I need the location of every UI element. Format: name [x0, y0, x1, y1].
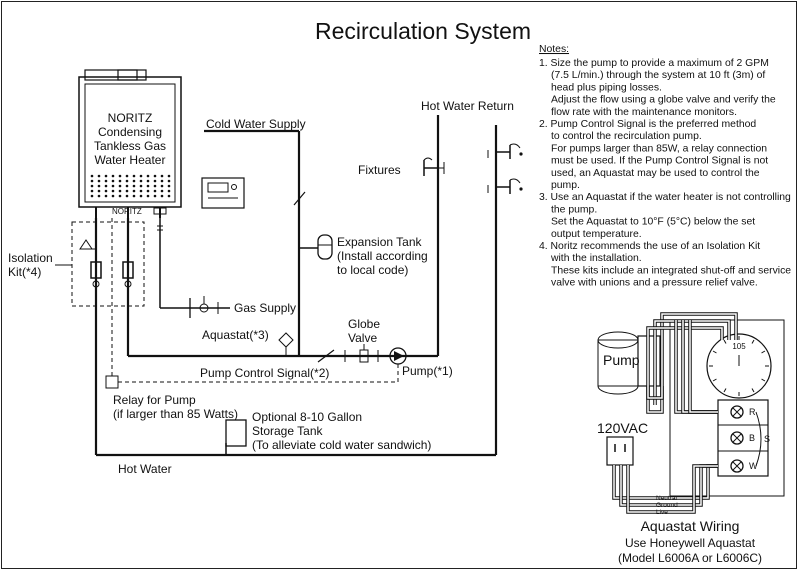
relay-label-1: Relay for Pump [113, 393, 196, 407]
fixture-faucets [423, 143, 523, 194]
pump-label: Pump(*1) [402, 364, 453, 378]
note-line: 2. Pump Control Signal is the preferred … [539, 119, 756, 130]
heater-brand-plate: NORITZ [112, 207, 142, 216]
globe-valve-label-2: Valve [348, 331, 377, 345]
pump-control-signal-label: Pump Control Signal(*2) [200, 366, 329, 380]
note-line: used, an Aquastat may be used to control… [551, 168, 760, 179]
relay-label-2: (if larger than 85 Watts) [113, 407, 238, 421]
return-components [278, 332, 407, 365]
heater-label-3: Tankless Gas [94, 139, 166, 153]
gas-supply-label: Gas Supply [234, 301, 296, 315]
note-line: head plus piping losses. [551, 82, 662, 93]
terminal-w: W [749, 461, 758, 471]
note-line: with the installation. [550, 253, 642, 264]
globe-valve-label-1: Globe [348, 317, 380, 331]
storage-tank-label-1: Optional 8-10 Gallon [252, 410, 362, 424]
note-line: flow rate with the maintenance monitors. [551, 107, 737, 118]
note-line: valve with unions and a pressure relief … [551, 278, 758, 289]
isolation-kit-label-1: Isolation [8, 251, 53, 265]
note-line: output temperature. [551, 229, 642, 240]
pump-wire-bundle [646, 312, 738, 414]
heater-label-2: Condensing [98, 125, 162, 139]
voltage-label: 120VAC [597, 420, 648, 436]
note-line: pump. [551, 180, 580, 191]
live-label: Live [656, 509, 668, 516]
wiring-subtitle-2: (Model L6006A or L6006C) [618, 551, 762, 565]
storage-tank-label-3: (To alleviate cold water sandwich) [252, 438, 431, 452]
isolation-kit: Isolation Kit(*4) [8, 221, 145, 307]
note-line: These kits include an integrated shut-of… [551, 265, 791, 276]
gas-valve [189, 296, 219, 318]
heater-label-1: NORITZ [108, 111, 153, 125]
terminal-b: B [749, 433, 755, 443]
note-line: (7.5 L/min.) through the system at 10 ft… [551, 70, 765, 81]
heater-vent-grille [90, 174, 171, 198]
wiring-pump-label: Pump [603, 352, 640, 368]
note-line: Adjust the flow using a globe valve and … [551, 95, 776, 106]
notes-heading: Notes: [539, 44, 569, 55]
heater-label-4: Water Heater [95, 153, 166, 167]
note-line: the pump. [551, 204, 597, 215]
note-line: to control the recirculation pump. [551, 131, 702, 142]
diagram-title: Recirculation System [315, 18, 531, 44]
expansion-tank-label-1: Expansion Tank [337, 235, 423, 249]
neutral-label: Neutral [656, 495, 678, 502]
aquastat-dial [709, 336, 769, 396]
notes-list: 1. Size the pump to provide a maximum of… [539, 58, 791, 289]
storage-tank [225, 419, 247, 447]
dial-value: 105 [732, 342, 746, 351]
expansion-tank-label-2: (Install according [337, 249, 428, 263]
isolation-kit-label-2: Kit(*4) [8, 265, 41, 279]
ground-label: Ground [656, 502, 678, 509]
control-signal-wiring [105, 218, 399, 389]
cold-water-supply-label: Cold Water Supply [206, 117, 306, 131]
supply-wires [612, 464, 718, 514]
fixtures-label: Fixtures [358, 163, 401, 177]
note-line: Set the Aquastat to 10°F (5°C) below the… [551, 217, 755, 228]
remote-controller [201, 177, 245, 209]
aquastat-wiring: 105 R B W S Pump 120VAC Neutral Ground L… [597, 312, 785, 565]
wiring-subtitle-1: Use Honeywell Aquastat [625, 536, 756, 550]
terminal-r: R [749, 407, 756, 417]
note-line: 3. Use an Aquastat if the water heater i… [539, 192, 791, 203]
hot-water-return-label: Hot Water Return [421, 99, 514, 113]
note-line: For pumps larger than 85W, a relay conne… [551, 143, 767, 154]
hot-water-label: Hot Water [118, 462, 172, 476]
water-heater: NORITZ Condensing Tankless Gas Water Hea… [78, 69, 182, 218]
piping [94, 115, 510, 457]
expansion-tank-label-3: to local code) [337, 263, 408, 277]
note-line: 4. Noritz recommends the use of an Isola… [539, 241, 760, 252]
aquastat-label: Aquastat(*3) [202, 328, 269, 342]
storage-tank-label-2: Storage Tank [252, 424, 323, 438]
switch-label: S [764, 434, 770, 444]
wiring-title: Aquastat Wiring [641, 518, 740, 534]
note-line: must be used. If the Pump Control Signal… [551, 156, 768, 167]
note-line: 1. Size the pump to provide a maximum of… [539, 58, 769, 69]
expansion-tank [317, 234, 333, 260]
